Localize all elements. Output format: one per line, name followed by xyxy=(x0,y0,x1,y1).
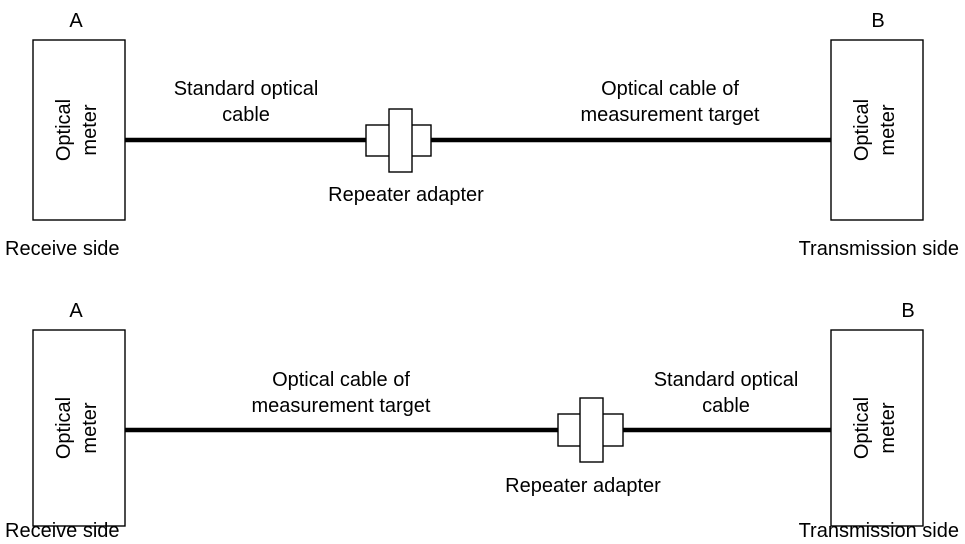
transmission-meter-label-line1: Optical xyxy=(851,397,873,459)
transmission-meter-label-line1: Optical xyxy=(851,99,873,161)
right-cable-label-line2: measurement target xyxy=(581,104,760,126)
end-label-a: A xyxy=(69,10,83,32)
adapter-flange xyxy=(388,108,413,173)
transmission-side-label: Transmission side xyxy=(799,238,959,260)
transmission-optical-meter xyxy=(830,39,924,221)
left-cable-label-line2: cable xyxy=(222,104,270,126)
diagram-2: A B Optical meter Optical meter Optical … xyxy=(5,300,959,542)
receive-side-label: Receive side xyxy=(5,238,120,260)
receive-optical-meter xyxy=(32,39,126,221)
receive-optical-meter xyxy=(32,329,126,527)
diagram-1: A B Optical meter Optical meter Standard… xyxy=(5,10,959,260)
transmission-meter-label-line2: meter xyxy=(877,402,899,453)
adapter-flange xyxy=(579,397,604,463)
right-cable-label-line1: Standard optical xyxy=(654,369,799,391)
end-label-b: B xyxy=(871,10,884,32)
end-label-a: A xyxy=(69,300,83,322)
left-cable-label-line2: measurement target xyxy=(252,395,431,417)
repeater-adapter xyxy=(365,108,432,173)
adapter-label: Repeater adapter xyxy=(505,475,661,497)
end-label-b: B xyxy=(901,300,914,322)
receive-meter-label-line1: Optical xyxy=(53,397,75,459)
receive-meter-label-line1: Optical xyxy=(53,99,75,161)
receive-meter-label-line2: meter xyxy=(79,104,101,155)
repeater-adapter xyxy=(557,397,624,463)
left-cable-label-line1: Standard optical xyxy=(174,78,319,100)
right-cable-label-line2: cable xyxy=(702,395,750,417)
adapter-label: Repeater adapter xyxy=(328,184,484,206)
receive-side-label: Receive side xyxy=(5,520,120,542)
left-cable-label-line1: Optical cable of xyxy=(272,369,410,391)
receive-meter-label-line2: meter xyxy=(79,402,101,453)
right-cable-label-line1: Optical cable of xyxy=(601,78,739,100)
transmission-side-label: Transmission side xyxy=(799,520,959,542)
transmission-meter-label-line2: meter xyxy=(877,104,899,155)
transmission-optical-meter xyxy=(830,329,924,527)
